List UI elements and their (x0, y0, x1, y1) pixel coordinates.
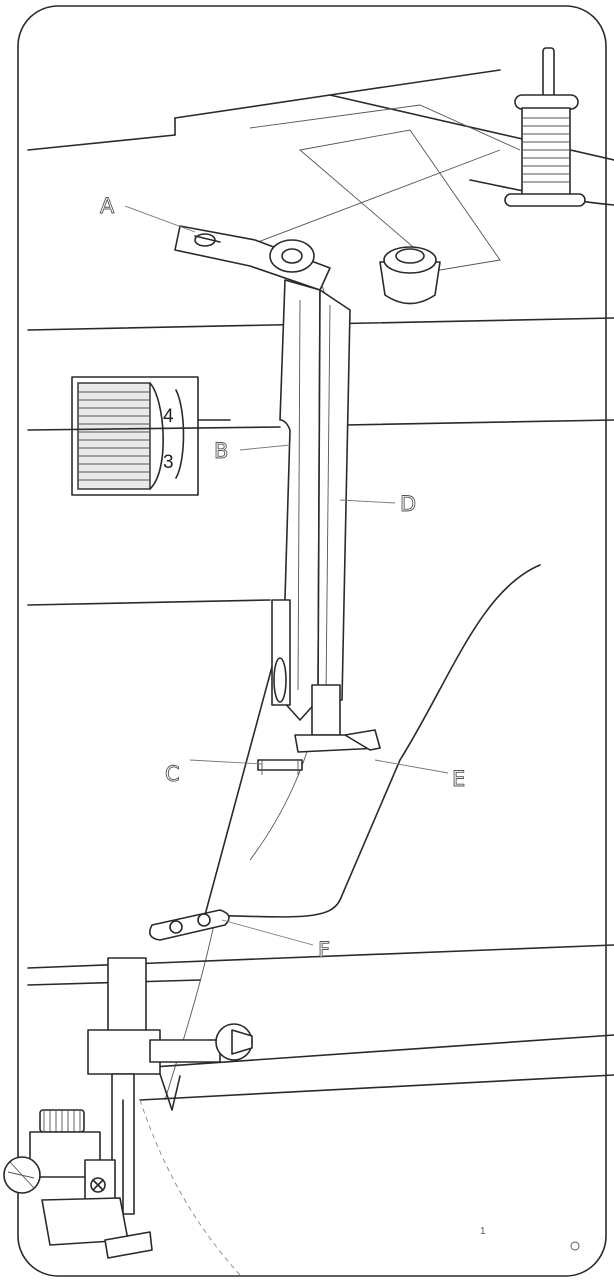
corner-circle (570, 1241, 580, 1251)
callout-b: B (214, 439, 228, 463)
bobbin-winder (379, 246, 441, 305)
callout-leaders (124, 205, 449, 946)
dial-number-upper: 4 (163, 406, 174, 427)
corner-mark: 1 (480, 1226, 486, 1237)
machine-head (27, 419, 614, 1101)
take-up-lever (271, 279, 351, 736)
callout-c: C (165, 762, 180, 786)
thread-guide-e (294, 729, 381, 753)
diagram-frame (17, 5, 607, 1277)
thread-guide-c (257, 759, 303, 775)
dial-number-lower: 3 (163, 452, 174, 473)
tension-disc (269, 239, 315, 273)
presser-foot (3, 1109, 153, 1259)
free-arm-outline (139, 1099, 241, 1276)
callout-a: A (100, 194, 115, 218)
thread-guide-f (149, 909, 230, 941)
callout-e: E (452, 767, 465, 791)
stitch-dial: 4 3 (71, 376, 231, 496)
spool-pin (504, 47, 586, 207)
callout-f: F (318, 938, 330, 962)
callout-d: D (400, 492, 416, 516)
needle-assembly (87, 957, 253, 1231)
